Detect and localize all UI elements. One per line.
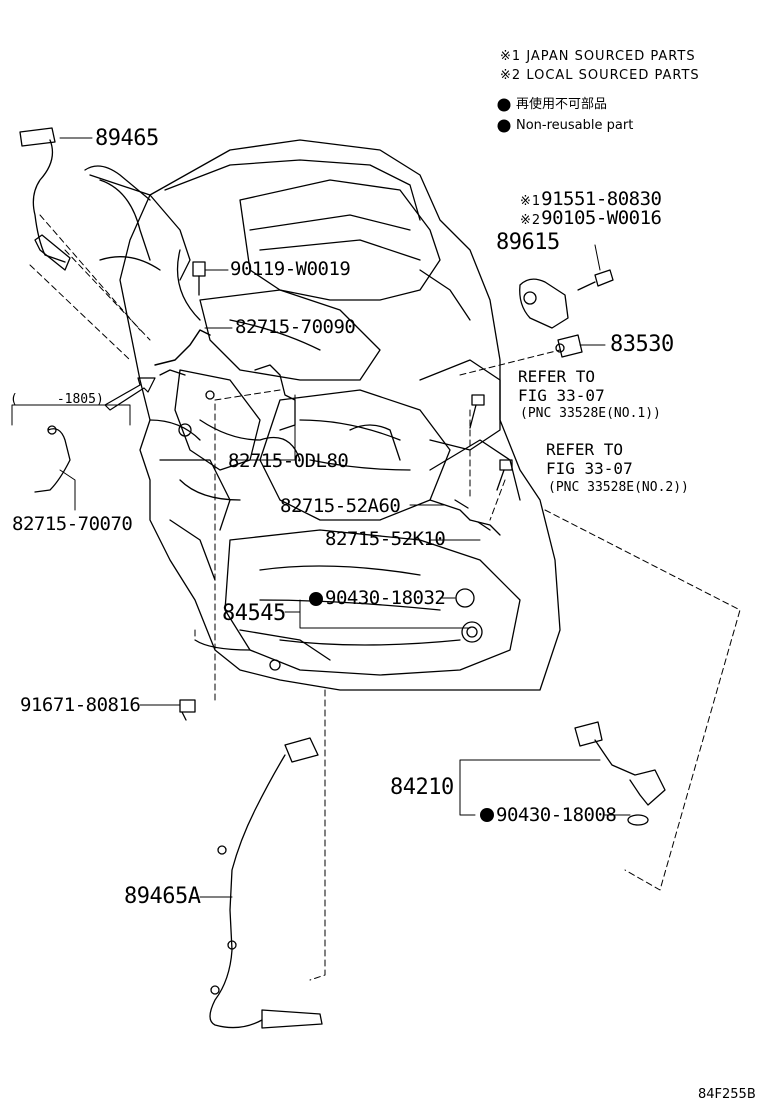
part-label-89465a[interactable]: 89465A (124, 884, 201, 909)
part-label-89615[interactable]: 89615 (496, 230, 560, 255)
part-90105-number: 90105-W0016 (541, 207, 662, 229)
part-label-82715-70070[interactable]: 82715-70070 (12, 513, 133, 535)
part-91551-mark: ※1 (520, 194, 542, 209)
refer-to-2-pnc: (PNC 33528E(NO.2)) (548, 480, 689, 495)
part-label-83530[interactable]: 83530 (610, 332, 674, 357)
legend-note-1-mark: ※1 (500, 49, 522, 64)
engine-assembly-illustration (84, 139, 561, 691)
legend-nonreusable-en: Non-reusable part (516, 118, 634, 133)
part-label-84545[interactable]: 84545 (222, 601, 286, 626)
legend-note-2-mark: ※2 (500, 68, 522, 83)
figure-code: 84F255B (698, 1087, 756, 1102)
sensor-parts (19, 127, 666, 1029)
part-label-82715-0dl80[interactable]: 82715-0DL80 (228, 450, 349, 472)
legend-note-1-text: JAPAN SOURCED PARTS (526, 49, 696, 64)
part-label-89465[interactable]: 89465 (95, 126, 159, 151)
part-label-90105-w0016[interactable]: ※290105-W0016 (520, 209, 662, 228)
part-label-91551-80830[interactable]: ※191551-80830 (520, 190, 662, 209)
legend-note-1: ※1 JAPAN SOURCED PARTS (500, 50, 696, 63)
part-label-90430-18032[interactable]: 90430-18032 (325, 587, 446, 609)
part-label-82715-52k10[interactable]: 82715-52K10 (325, 528, 446, 550)
part-label-82715-52a60[interactable]: 82715-52A60 (280, 495, 401, 517)
legend-note-2-text: LOCAL SOURCED PARTS (526, 68, 700, 83)
part-label-1805: ( -1805) (10, 392, 104, 407)
part-label-90119-w0019[interactable]: 90119-W0019 (230, 258, 351, 280)
legend-nonreusable-jp: 再使用不可部品 (516, 97, 608, 112)
refer-to-1-fig[interactable]: FIG 33-07 (518, 386, 605, 405)
refer-to-2-fig[interactable]: FIG 33-07 (546, 459, 633, 478)
part-label-90430-18008[interactable]: 90430-18008 (496, 804, 617, 826)
dashed-guide-lines (29, 214, 741, 981)
part-91551-number: 91551-80830 (541, 188, 662, 210)
nonreusable-markers (309, 98, 511, 822)
refer-to-1-line1: REFER TO (518, 367, 596, 386)
legend-note-2: ※2 LOCAL SOURCED PARTS (500, 69, 700, 82)
part-label-91671-80816[interactable]: 91671-80816 (20, 694, 141, 716)
leader-lines (11, 137, 631, 898)
part-label-82715-70090[interactable]: 82715-70090 (235, 316, 356, 338)
part-label-84210[interactable]: 84210 (390, 775, 454, 800)
refer-to-2-line1: REFER TO (546, 440, 624, 459)
refer-to-1-pnc: (PNC 33528E(NO.1)) (520, 406, 661, 421)
part-90105-mark: ※2 (520, 213, 542, 228)
